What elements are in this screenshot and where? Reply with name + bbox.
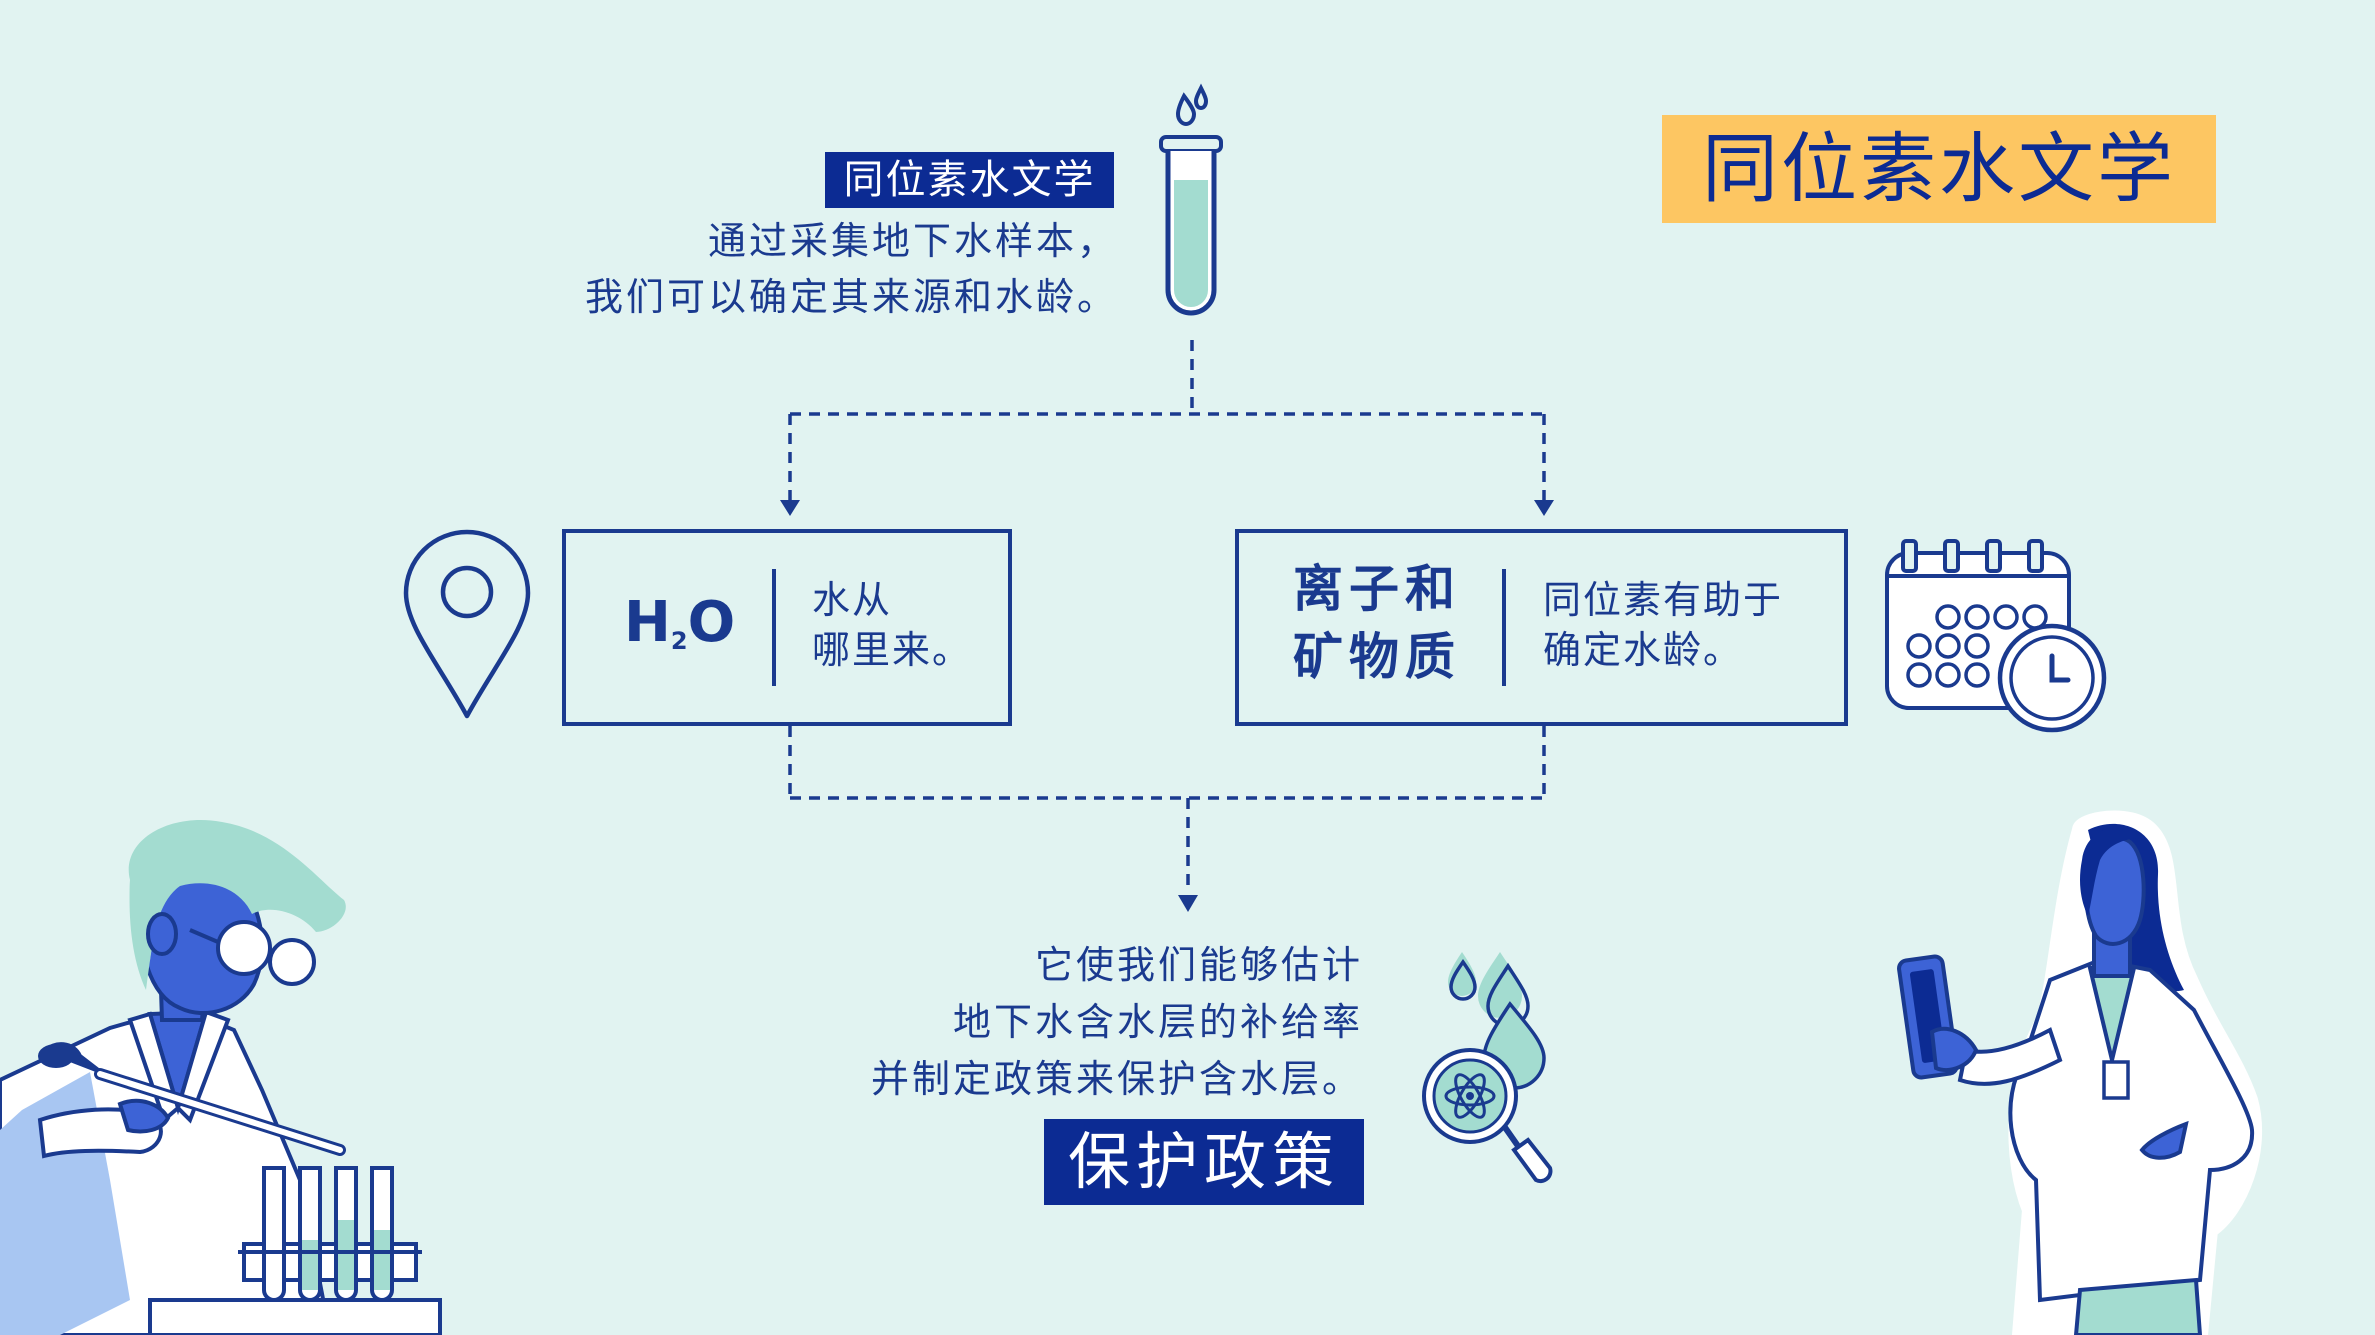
flow-arrowheads [780, 500, 1554, 912]
water-source-line-2: 哪里来。 [812, 628, 973, 672]
page-title: 同位素水文学 [1662, 115, 2216, 223]
scientist-with-glasses-illustration [0, 819, 442, 1335]
test-tube-icon [1159, 83, 1223, 316]
policy-badge: 保护政策 [1044, 1119, 1364, 1205]
flow-connectors [788, 340, 1546, 888]
water-source-line-1: 水从 [812, 578, 893, 622]
result-line-1: 它使我们能够估计 [1034, 943, 1363, 987]
result-line-2: 地下水含水层的补给率 [952, 1000, 1363, 1044]
intro-heading: 同位素水文学 [825, 152, 1114, 208]
h2o-o: O [687, 590, 736, 655]
ions-minerals-line-2: 矿物质 [1293, 628, 1461, 686]
scientist-with-tablet-illustration [1897, 810, 2263, 1335]
location-pin-icon [403, 529, 531, 719]
water-source-box [562, 529, 1012, 726]
ions-minerals-line-1: 离子和 [1293, 560, 1461, 618]
h2o-subscript: 2 [670, 627, 688, 655]
water-age-box [1235, 529, 1848, 726]
calendar-clock-icon [1885, 539, 2107, 733]
water-age-line-2: 确定水龄。 [1543, 628, 1744, 672]
water-age-line-1: 同位素有助于 [1543, 578, 1784, 622]
h2o-h: H [624, 590, 671, 655]
intro-line-1: 通过采集地下水样本， [707, 219, 1118, 263]
water-drops-magnifier-icon [1422, 952, 1553, 1184]
result-line-3: 并制定政策来保护含水层。 [870, 1057, 1363, 1101]
h2o-symbol: H2O [624, 588, 735, 676]
intro-line-2: 我们可以确定其来源和水龄。 [584, 275, 1118, 319]
